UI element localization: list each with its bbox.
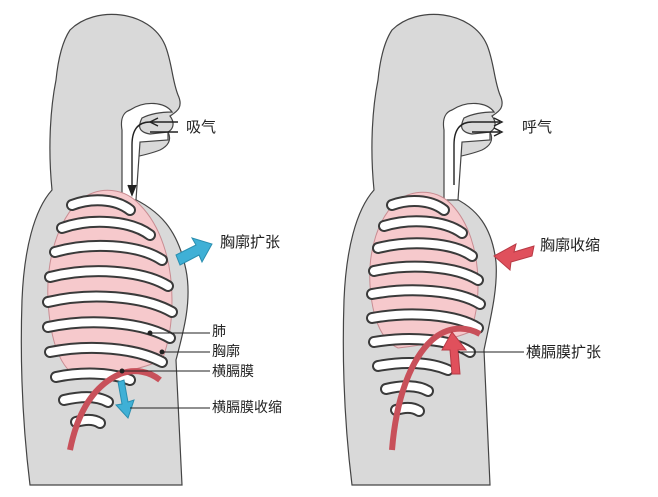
left-figure-inhale: 吸气 胸廓扩张 肺 胸廓 横膈膜 横膈膜收缩	[20, 13, 282, 486]
left-leader-lines	[119, 330, 210, 409]
left-chest-expand-arrow	[175, 237, 213, 266]
lung-label: 肺	[212, 324, 226, 340]
left-airflow-arrows	[127, 117, 178, 197]
diaphragm-label: 横膈膜	[212, 364, 254, 380]
chest-expand-label: 胸廓扩张	[220, 233, 280, 251]
right-chest-contract-arrow	[493, 243, 535, 271]
left-diaphragm-down-arrow	[115, 379, 135, 419]
right-diaphragm	[389, 325, 482, 451]
right-airflow-arrows	[453, 117, 504, 185]
diaphragm-expand-label: 横膈膜扩张	[526, 343, 601, 361]
right-airway	[442, 102, 496, 201]
right-diaphragm-up-arrow	[441, 331, 468, 375]
ribcage-label: 胸廓	[212, 343, 240, 360]
exhale-label: 呼气	[522, 118, 552, 136]
right-figure-exhale: 呼气 胸廓收缩 横膈膜扩张	[342, 13, 601, 486]
chest-contract-label: 胸廓收缩	[540, 236, 600, 254]
diaphragm-contract-label: 横膈膜收缩	[212, 400, 282, 416]
inhale-label: 吸气	[186, 118, 216, 136]
left-diaphragm	[67, 368, 162, 451]
left-airway	[120, 102, 174, 201]
